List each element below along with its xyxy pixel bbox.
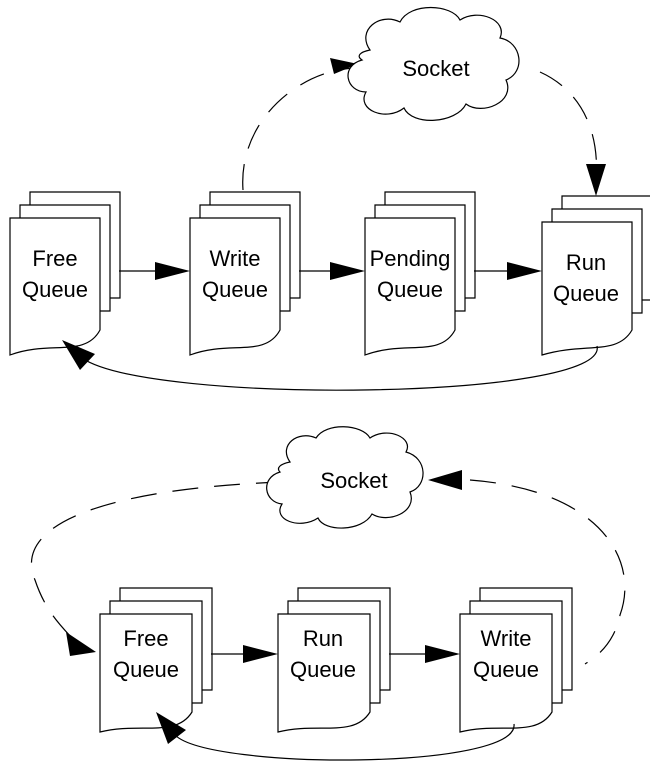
- top-dashed-path-right: [539, 71, 598, 181]
- queue-label-line2: Queue: [202, 277, 268, 302]
- bottom-diagram: Socket Free Queue Run Queue Write Queue: [30, 426, 626, 761]
- top-return-arrow: [81, 345, 598, 391]
- queue-label-line1: Pending: [370, 246, 451, 271]
- bottom-socket-cloud: [266, 426, 424, 529]
- top-arrowhead-free-to-write: [155, 262, 190, 280]
- top-free-queue: Free Queue: [9, 191, 121, 356]
- bottom-socket-label: Socket: [320, 468, 387, 493]
- queue-label-line2: Queue: [113, 657, 179, 682]
- bottom-write-queue: Write Queue: [459, 587, 573, 733]
- bottom-return-arrow: [174, 723, 515, 761]
- bottom-dashed-path-left: [30, 481, 283, 639]
- queue-label-line1: Run: [566, 250, 606, 275]
- top-pending-queue: Pending Queue: [364, 191, 476, 356]
- top-write-queue: Write Queue: [189, 191, 301, 356]
- queue-label-line2: Queue: [553, 281, 619, 306]
- queue-label-line2: Queue: [377, 277, 443, 302]
- top-socket-label: Socket: [402, 56, 469, 81]
- bottom-arrowhead-into-free-queue: [66, 632, 96, 656]
- top-diagram: Socket Free Queue Write Queue Pending Qu…: [9, 6, 650, 391]
- queue-label-line2: Queue: [290, 657, 356, 682]
- queue-label-line1: Write: [210, 246, 261, 271]
- queue-label-line2: Queue: [22, 277, 88, 302]
- bottom-run-queue: Run Queue: [277, 587, 391, 733]
- top-arrowhead-pending-to-run: [507, 262, 542, 280]
- bottom-arrowhead-into-socket: [428, 470, 462, 490]
- queue-label-line1: Write: [481, 626, 532, 651]
- queue-label-line1: Run: [303, 626, 343, 651]
- top-socket-cloud: [347, 6, 520, 121]
- bottom-arrowhead-return: [156, 712, 186, 744]
- top-arrowhead-write-to-pending: [330, 262, 365, 280]
- top-arrowhead-return: [62, 340, 95, 370]
- bottom-dashed-path-right: [469, 479, 626, 665]
- bottom-free-queue: Free Queue: [99, 587, 213, 733]
- top-arrowhead-into-run-queue: [586, 164, 606, 196]
- queue-label-line2: Queue: [473, 657, 539, 682]
- top-arrowhead-into-socket: [330, 58, 358, 74]
- top-run-queue: Run Queue: [541, 195, 650, 356]
- queue-label-line1: Free: [123, 626, 168, 651]
- queue-label-line1: Free: [32, 246, 77, 271]
- bottom-arrowhead-run-to-write: [425, 645, 460, 663]
- bottom-arrowhead-free-to-run: [243, 645, 278, 663]
- top-dashed-path-left: [242, 67, 356, 191]
